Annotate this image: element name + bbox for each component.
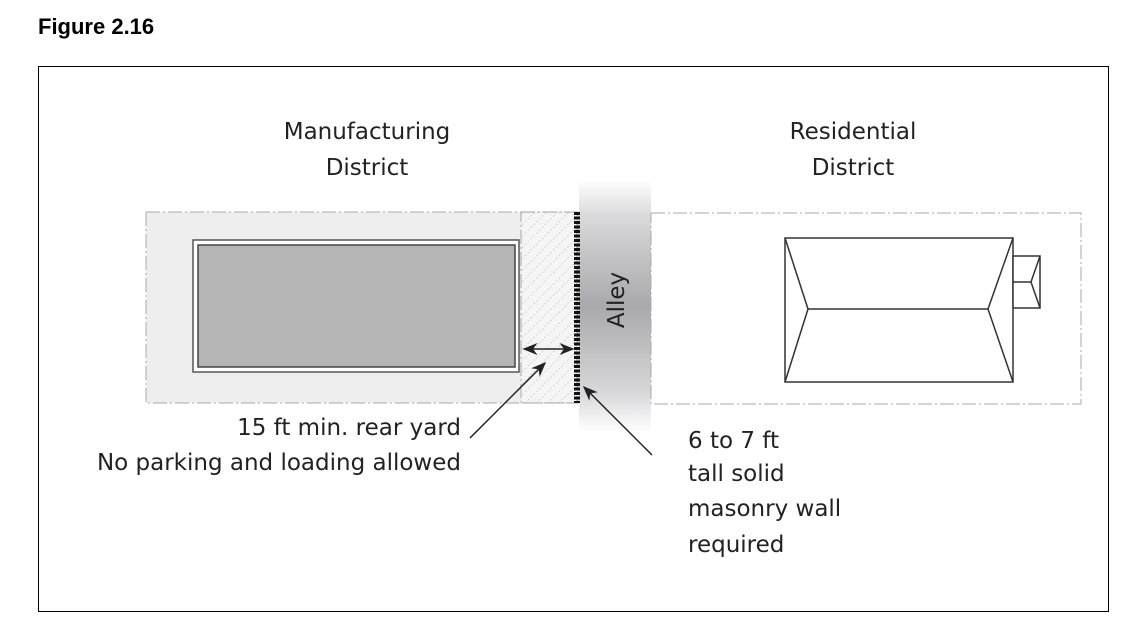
residential-label-1: Residential [790,119,917,145]
alley-label: Alley [604,272,630,328]
rear-yard-pointer-arrow [469,361,547,439]
wall-note-2: tall solid [688,461,785,487]
rear-yard-note-1: 15 ft min. rear yard [237,415,461,441]
wall-note-4: required [688,532,784,558]
manufacturing-label-2: District [326,155,409,181]
residential-label-2: District [812,155,895,181]
wall-note-1: 6 to 7 ft [688,428,779,454]
manufacturing-building [197,244,516,368]
figure-title: Figure 2.16 [38,14,155,39]
rear-yard-hatch [522,213,576,402]
wall-pointer-arrow [582,385,653,456]
manufacturing-label-1: Manufacturing [284,119,451,145]
wall-note-3: masonry wall [688,496,841,522]
house-roof [784,237,1041,383]
figure-frame [38,66,1109,612]
rear-yard-note-2: No parking and loading allowed [97,450,461,476]
